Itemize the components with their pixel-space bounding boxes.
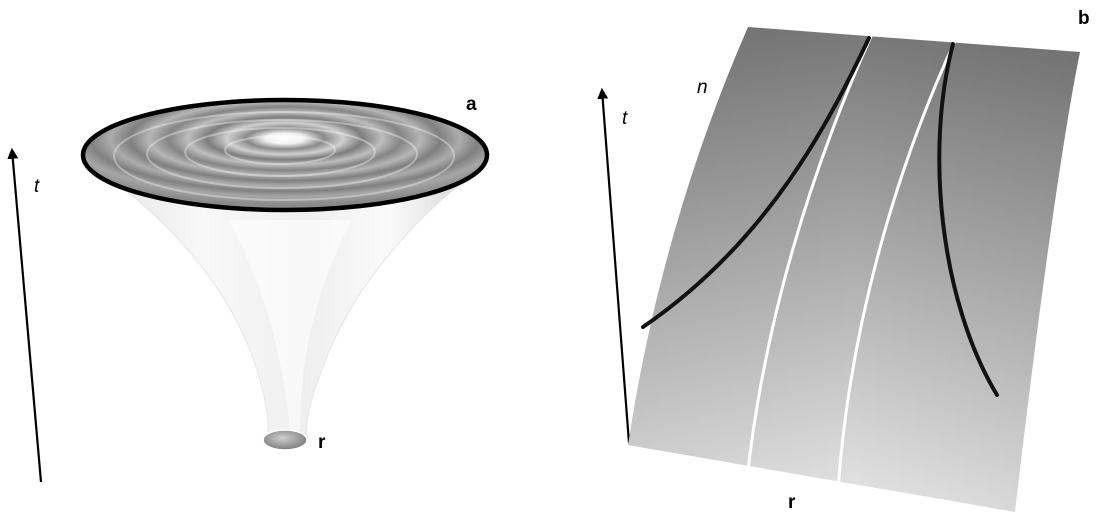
panel-a-time-axis [7, 147, 43, 483]
panel-b-r-label: r [788, 492, 796, 513]
funnel-shade [228, 220, 352, 430]
panel-b: t n r b [597, 8, 1090, 513]
white-curve-right [836, 40, 957, 491]
panel-a-r-label: r [318, 432, 326, 453]
panel-a-time-label: t [34, 176, 40, 197]
black-curve-right [937, 42, 999, 397]
panel-a: t r a [7, 94, 490, 483]
panel-a-label: a [466, 94, 477, 115]
white-curve-left [746, 33, 874, 471]
panel-b-n-label: n [697, 77, 708, 98]
panel-b-time-label: t [622, 108, 628, 129]
funnel-bottom-disk [262, 429, 308, 451]
ripple-disk [80, 97, 490, 213]
panel-b-label: b [1078, 8, 1090, 29]
ripple-rings [113, 111, 455, 201]
curved-sheet-shade [628, 27, 1080, 512]
panel-b-time-axis [597, 87, 631, 444]
black-curve-left [641, 36, 871, 329]
